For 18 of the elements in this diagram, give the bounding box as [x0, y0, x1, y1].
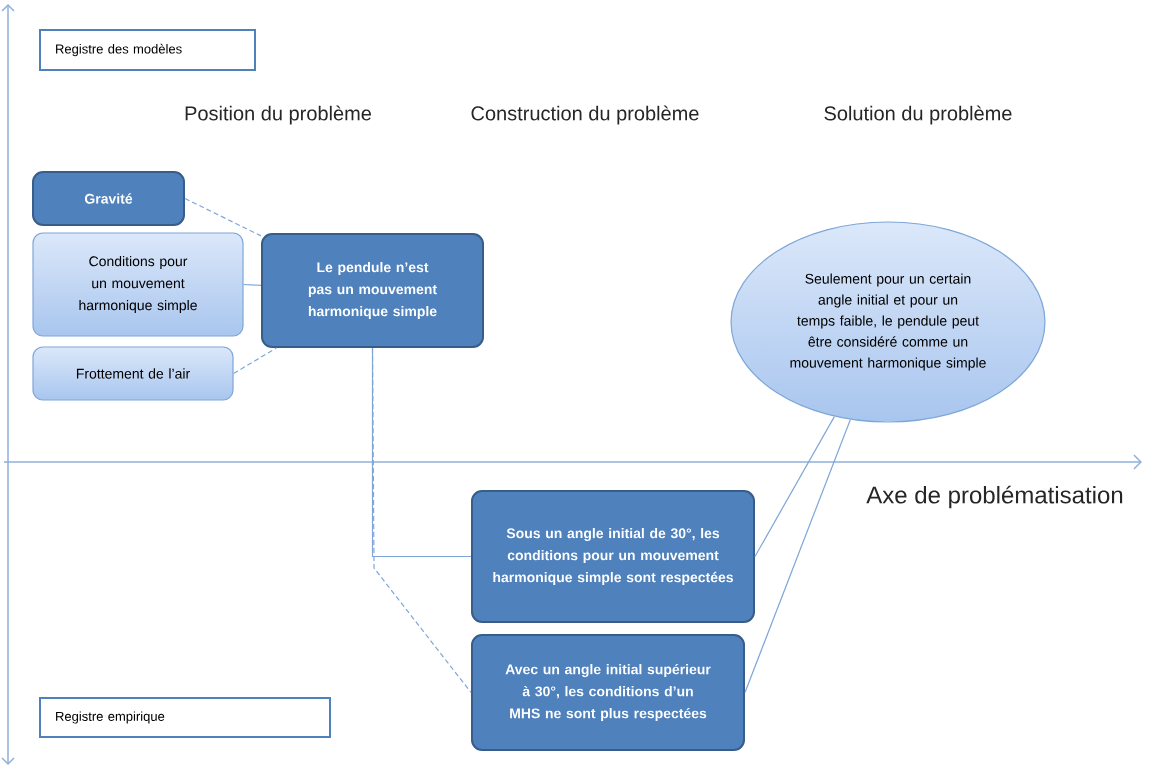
axis-label: Axe de problématisation — [866, 485, 1123, 509]
register-box: Registre empirique — [39, 697, 331, 738]
connector — [371, 347, 472, 694]
process-box: Avec un angle initial supérieur à 30°, les conditions d’un MHS ne sont plus respectées — [471, 634, 745, 751]
process-box: Sous un angle initial de 30°, les conditions pour un mouvement harmonique simple sont respectées — [471, 490, 755, 623]
process-box: Le pendule n’est pas un mouvement harmonique simple — [261, 233, 484, 348]
connector — [243, 283, 262, 286]
connector — [233, 347, 277, 375]
connector — [184, 197, 262, 237]
column-heading: Position du problème — [185, 105, 371, 125]
connector — [754, 415, 835, 558]
connector — [744, 419, 851, 694]
condition-box: Conditions pour un mouvement harmonique simple — [32, 232, 244, 337]
condition-box: Frottement de l’air — [32, 346, 234, 401]
register-box: Registre des modèles — [39, 29, 256, 71]
column-heading: Solution du problème — [824, 105, 1012, 125]
process-box: Gravité — [32, 171, 185, 226]
column-heading: Construction du problème — [471, 105, 699, 125]
